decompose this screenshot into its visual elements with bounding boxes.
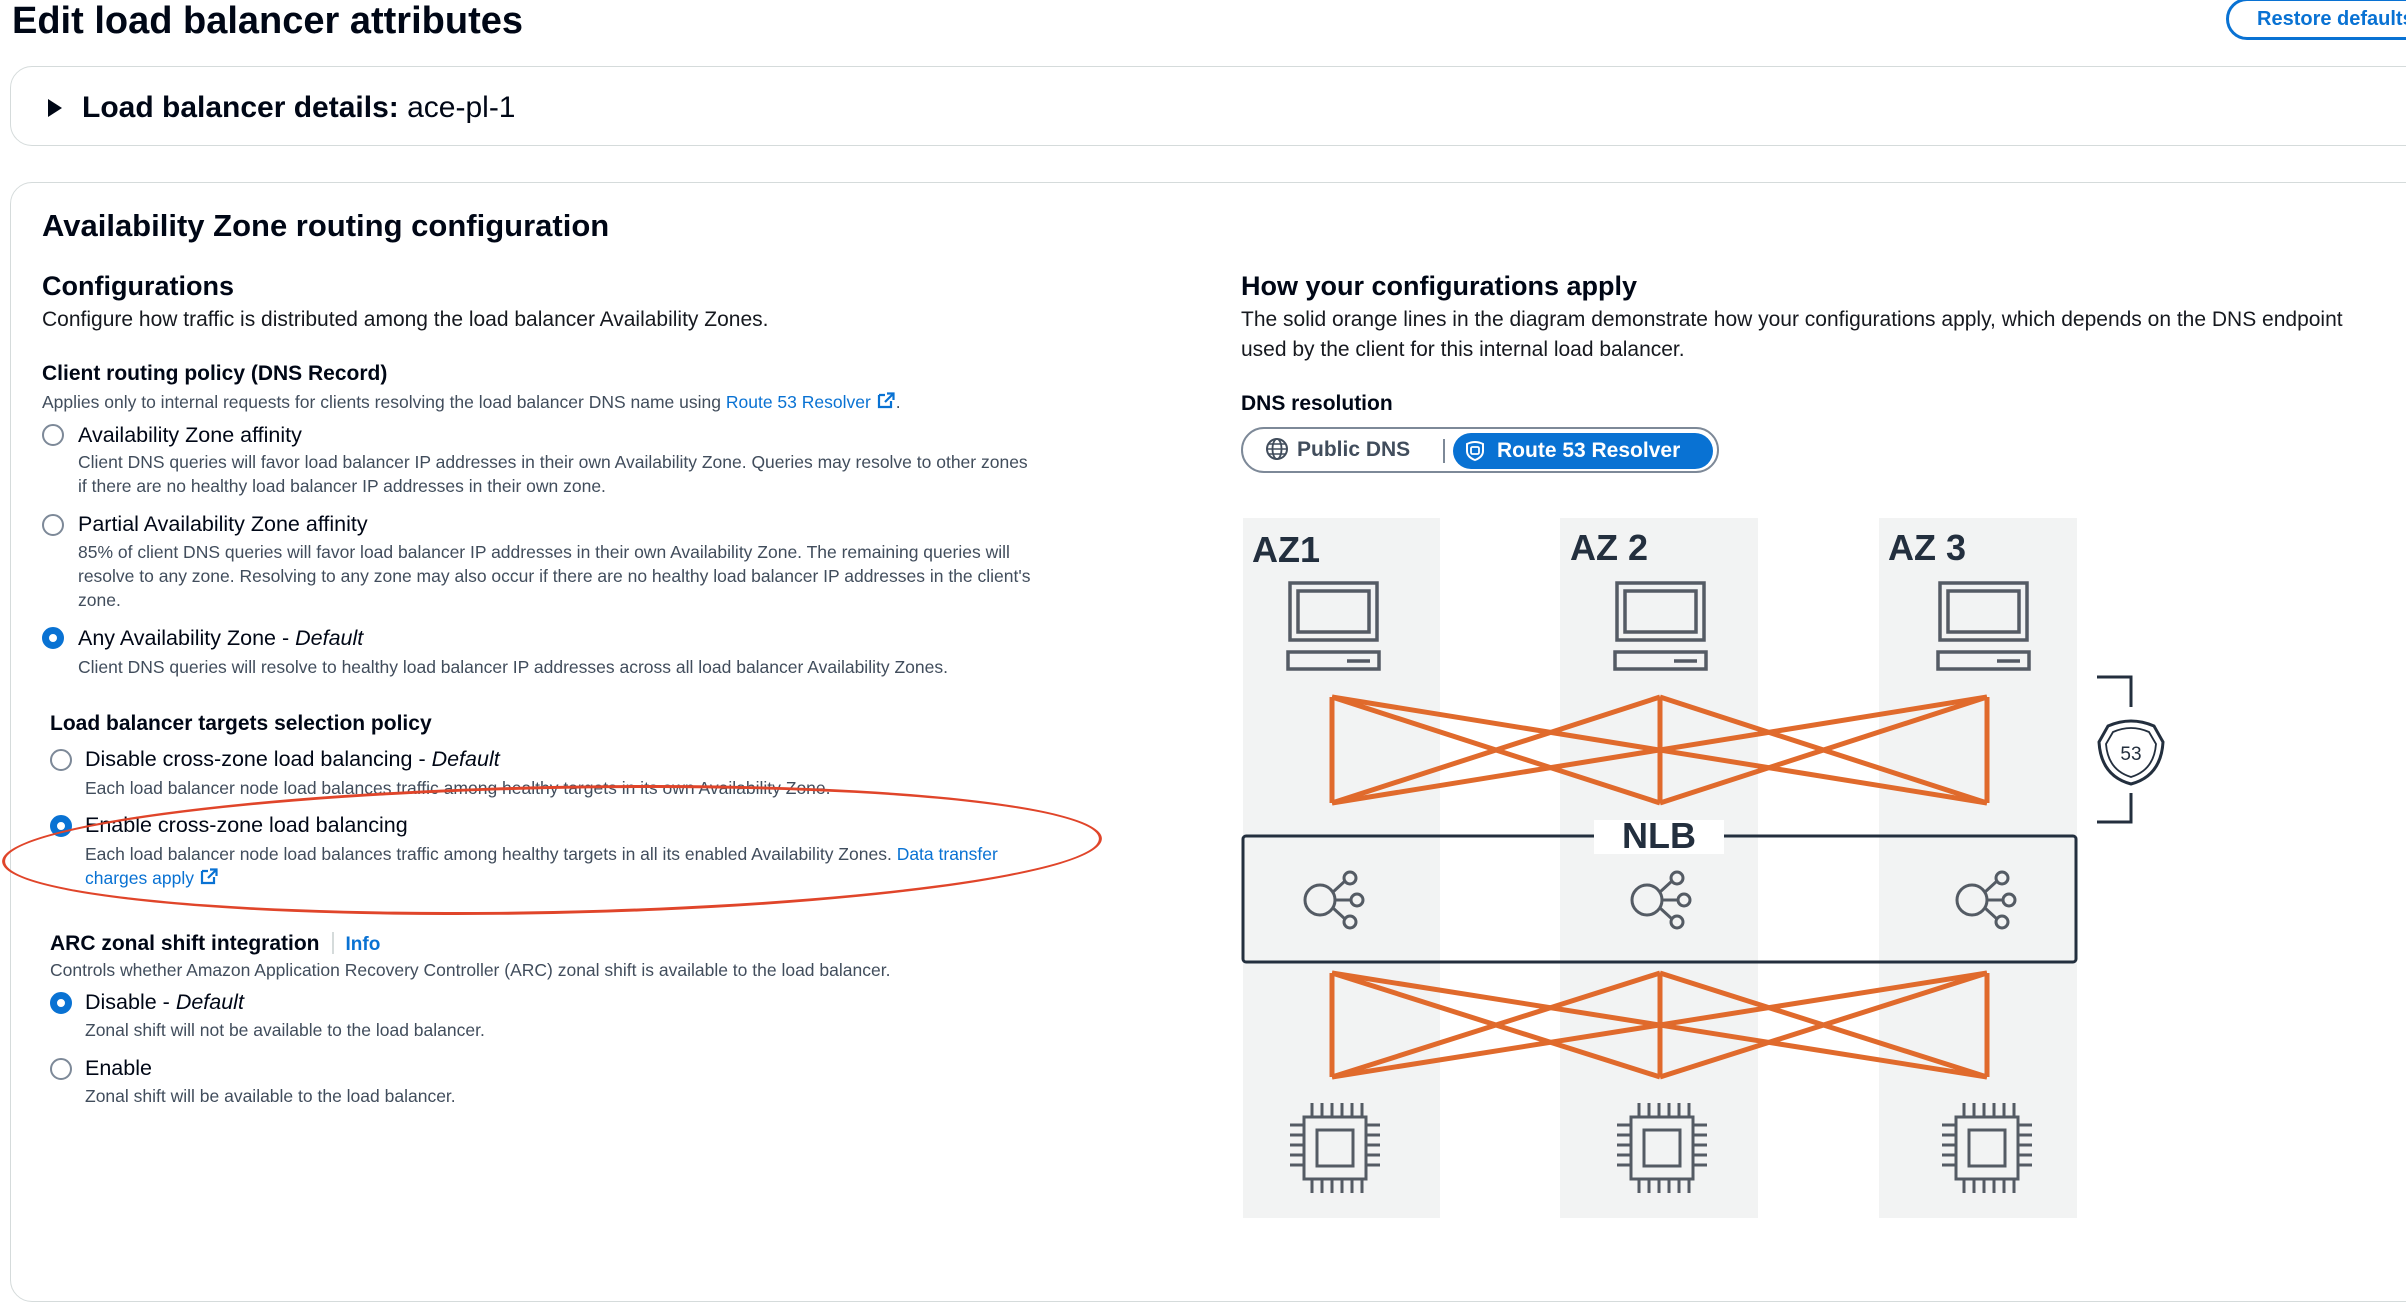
arc-enable-desc: Zonal shift will be available to the loa… [85, 1086, 456, 1106]
chip-icon [1290, 1103, 1380, 1193]
arc-info-link[interactable]: Info [345, 934, 381, 955]
configurations-heading: Configurations [42, 271, 234, 301]
partial-desc-2: resolve to any zone. Resolving to any zo… [78, 566, 1031, 586]
disable-cross-zone-text: Disable cross-zone load balancing - [85, 747, 432, 771]
disable-cross-zone-label[interactable]: Disable cross-zone load balancing - Defa… [85, 746, 500, 772]
arc-disable-label[interactable]: Disable - Default [85, 989, 244, 1015]
partial-az-affinity-label[interactable]: Partial Availability Zone affinity [78, 512, 368, 536]
enable-cross-zone-desc: Each load balancer node load balances tr… [85, 842, 998, 866]
radio-any-az[interactable] [42, 627, 64, 649]
radio-az-affinity[interactable] [42, 424, 64, 446]
default-tag: Default [175, 990, 244, 1014]
globe-icon [1266, 438, 1288, 460]
client-routing-description: Applies only to internal requests for cl… [42, 390, 901, 414]
routing-diagram: AZ1 AZ 2 AZ 3 NLB [1241, 518, 2165, 1218]
arc-label: ARC zonal shift integration Info [50, 930, 380, 959]
chip-icon [1942, 1103, 2032, 1193]
route53-badge-text: 53 [2120, 744, 2141, 765]
lower-routing-lines [1329, 970, 1990, 1080]
az1-column [1243, 518, 1440, 1218]
data-transfer-link-line2[interactable]: charges apply [85, 866, 219, 890]
any-az-desc: Client DNS queries will resolve to healt… [78, 657, 948, 677]
segment-divider [1443, 439, 1445, 463]
az-affinity-desc-1: Client DNS queries will favor load balan… [78, 452, 1028, 472]
segment-public-dns[interactable]: Public DNS [1265, 437, 1410, 463]
data-transfer-link[interactable]: Data transfer [896, 844, 998, 864]
nlb-node-icon [1303, 870, 1365, 930]
radio-arc-disable[interactable] [50, 992, 72, 1014]
any-az-label-text: Any Availability Zone - [78, 626, 296, 650]
radio-partial-az-affinity[interactable] [42, 514, 64, 536]
partial-desc-1: 85% of client DNS queries will favor loa… [78, 542, 1010, 562]
arc-enable-label[interactable]: Enable [85, 1056, 152, 1080]
az-affinity-desc-2: if there are no healthy load balancer IP… [78, 476, 606, 496]
az3-column [1879, 518, 2077, 1218]
charges-apply-link[interactable]: charges apply [85, 868, 194, 888]
arc-description: Controls whether Amazon Application Reco… [50, 960, 891, 980]
external-link-icon[interactable] [199, 868, 219, 886]
how-apply-desc-2: used by the client for this internal loa… [1241, 338, 1685, 361]
enable-cross-zone-label[interactable]: Enable cross-zone load balancing [85, 813, 408, 837]
az1-label: AZ1 [1252, 529, 1320, 570]
restore-defaults-button[interactable]: Restore defaults [2226, 0, 2406, 40]
details-label: Load balancer details: [82, 91, 399, 124]
nlb-node-icon [1630, 870, 1692, 930]
nlb-node-icon [1955, 870, 2017, 930]
chip-icon [1617, 1103, 1707, 1193]
route53-shield-icon: 53 [2097, 719, 2165, 786]
az2-column [1560, 518, 1758, 1218]
arc-disable-desc: Zonal shift will not be available to the… [85, 1020, 485, 1040]
any-az-label[interactable]: Any Availability Zone - Default [78, 625, 363, 651]
arc-disable-text: Disable - [85, 990, 176, 1014]
az-affinity-label[interactable]: Availability Zone affinity [78, 423, 302, 447]
default-tag: Default [431, 747, 500, 771]
route53-icon [1466, 441, 1484, 462]
az3-label: AZ 3 [1888, 527, 1966, 568]
client-routing-desc-text: Applies only to internal requests for cl… [42, 392, 721, 412]
radio-enable-cross-zone[interactable] [50, 815, 72, 837]
enable-cross-zone-desc-text: Each load balancer node load balances tr… [85, 844, 892, 864]
laptop-icon [1286, 581, 1381, 671]
load-balancer-details-expander[interactable]: Load balancer details: ace-pl-1 [10, 66, 2406, 146]
load-balancer-details-header: Load balancer details: ace-pl-1 [82, 91, 516, 125]
details-name: ace-pl-1 [407, 91, 516, 124]
triangle-right-icon[interactable] [48, 99, 62, 117]
configurations-description: Configure how traffic is distributed amo… [42, 308, 769, 331]
divider [331, 932, 334, 954]
upper-routing-lines [1329, 694, 1990, 806]
disable-cross-zone-desc: Each load balancer node load balances tr… [85, 778, 831, 798]
client-routing-label: Client routing policy (DNS Record) [42, 362, 388, 385]
default-tag: Default [295, 626, 364, 650]
arc-label-text: ARC zonal shift integration [50, 932, 320, 955]
route53-resolver-label: Route 53 Resolver [1497, 439, 1681, 462]
radio-disable-cross-zone[interactable] [50, 749, 72, 771]
page-title: Edit load balancer attributes [12, 0, 523, 42]
how-apply-desc-1: The solid orange lines in the diagram de… [1241, 308, 2343, 331]
route53-resolver-link[interactable]: Route 53 Resolver [725, 392, 871, 412]
targets-policy-label: Load balancer targets selection policy [50, 712, 432, 735]
laptop-icon [1936, 581, 2031, 671]
nlb-label: NLB [1622, 815, 1696, 856]
section-title: Availability Zone routing configuration [42, 208, 610, 243]
period: . [895, 392, 901, 412]
dns-resolution-segmented-control: Public DNS Route 53 Resolver [1241, 427, 1719, 473]
public-dns-label: Public DNS [1297, 438, 1411, 461]
external-link-icon[interactable] [876, 392, 896, 410]
how-apply-heading: How your configurations apply [1241, 271, 1638, 301]
route53-bracket [2097, 675, 2133, 824]
partial-desc-3: zone. [78, 590, 121, 610]
dns-resolution-label: DNS resolution [1241, 392, 1393, 415]
laptop-icon [1613, 581, 1708, 671]
nlb-label-bg [1594, 820, 1724, 854]
radio-arc-enable[interactable] [50, 1058, 72, 1080]
segment-route53-resolver[interactable]: Route 53 Resolver [1453, 433, 1713, 469]
az2-label: AZ 2 [1570, 527, 1648, 568]
